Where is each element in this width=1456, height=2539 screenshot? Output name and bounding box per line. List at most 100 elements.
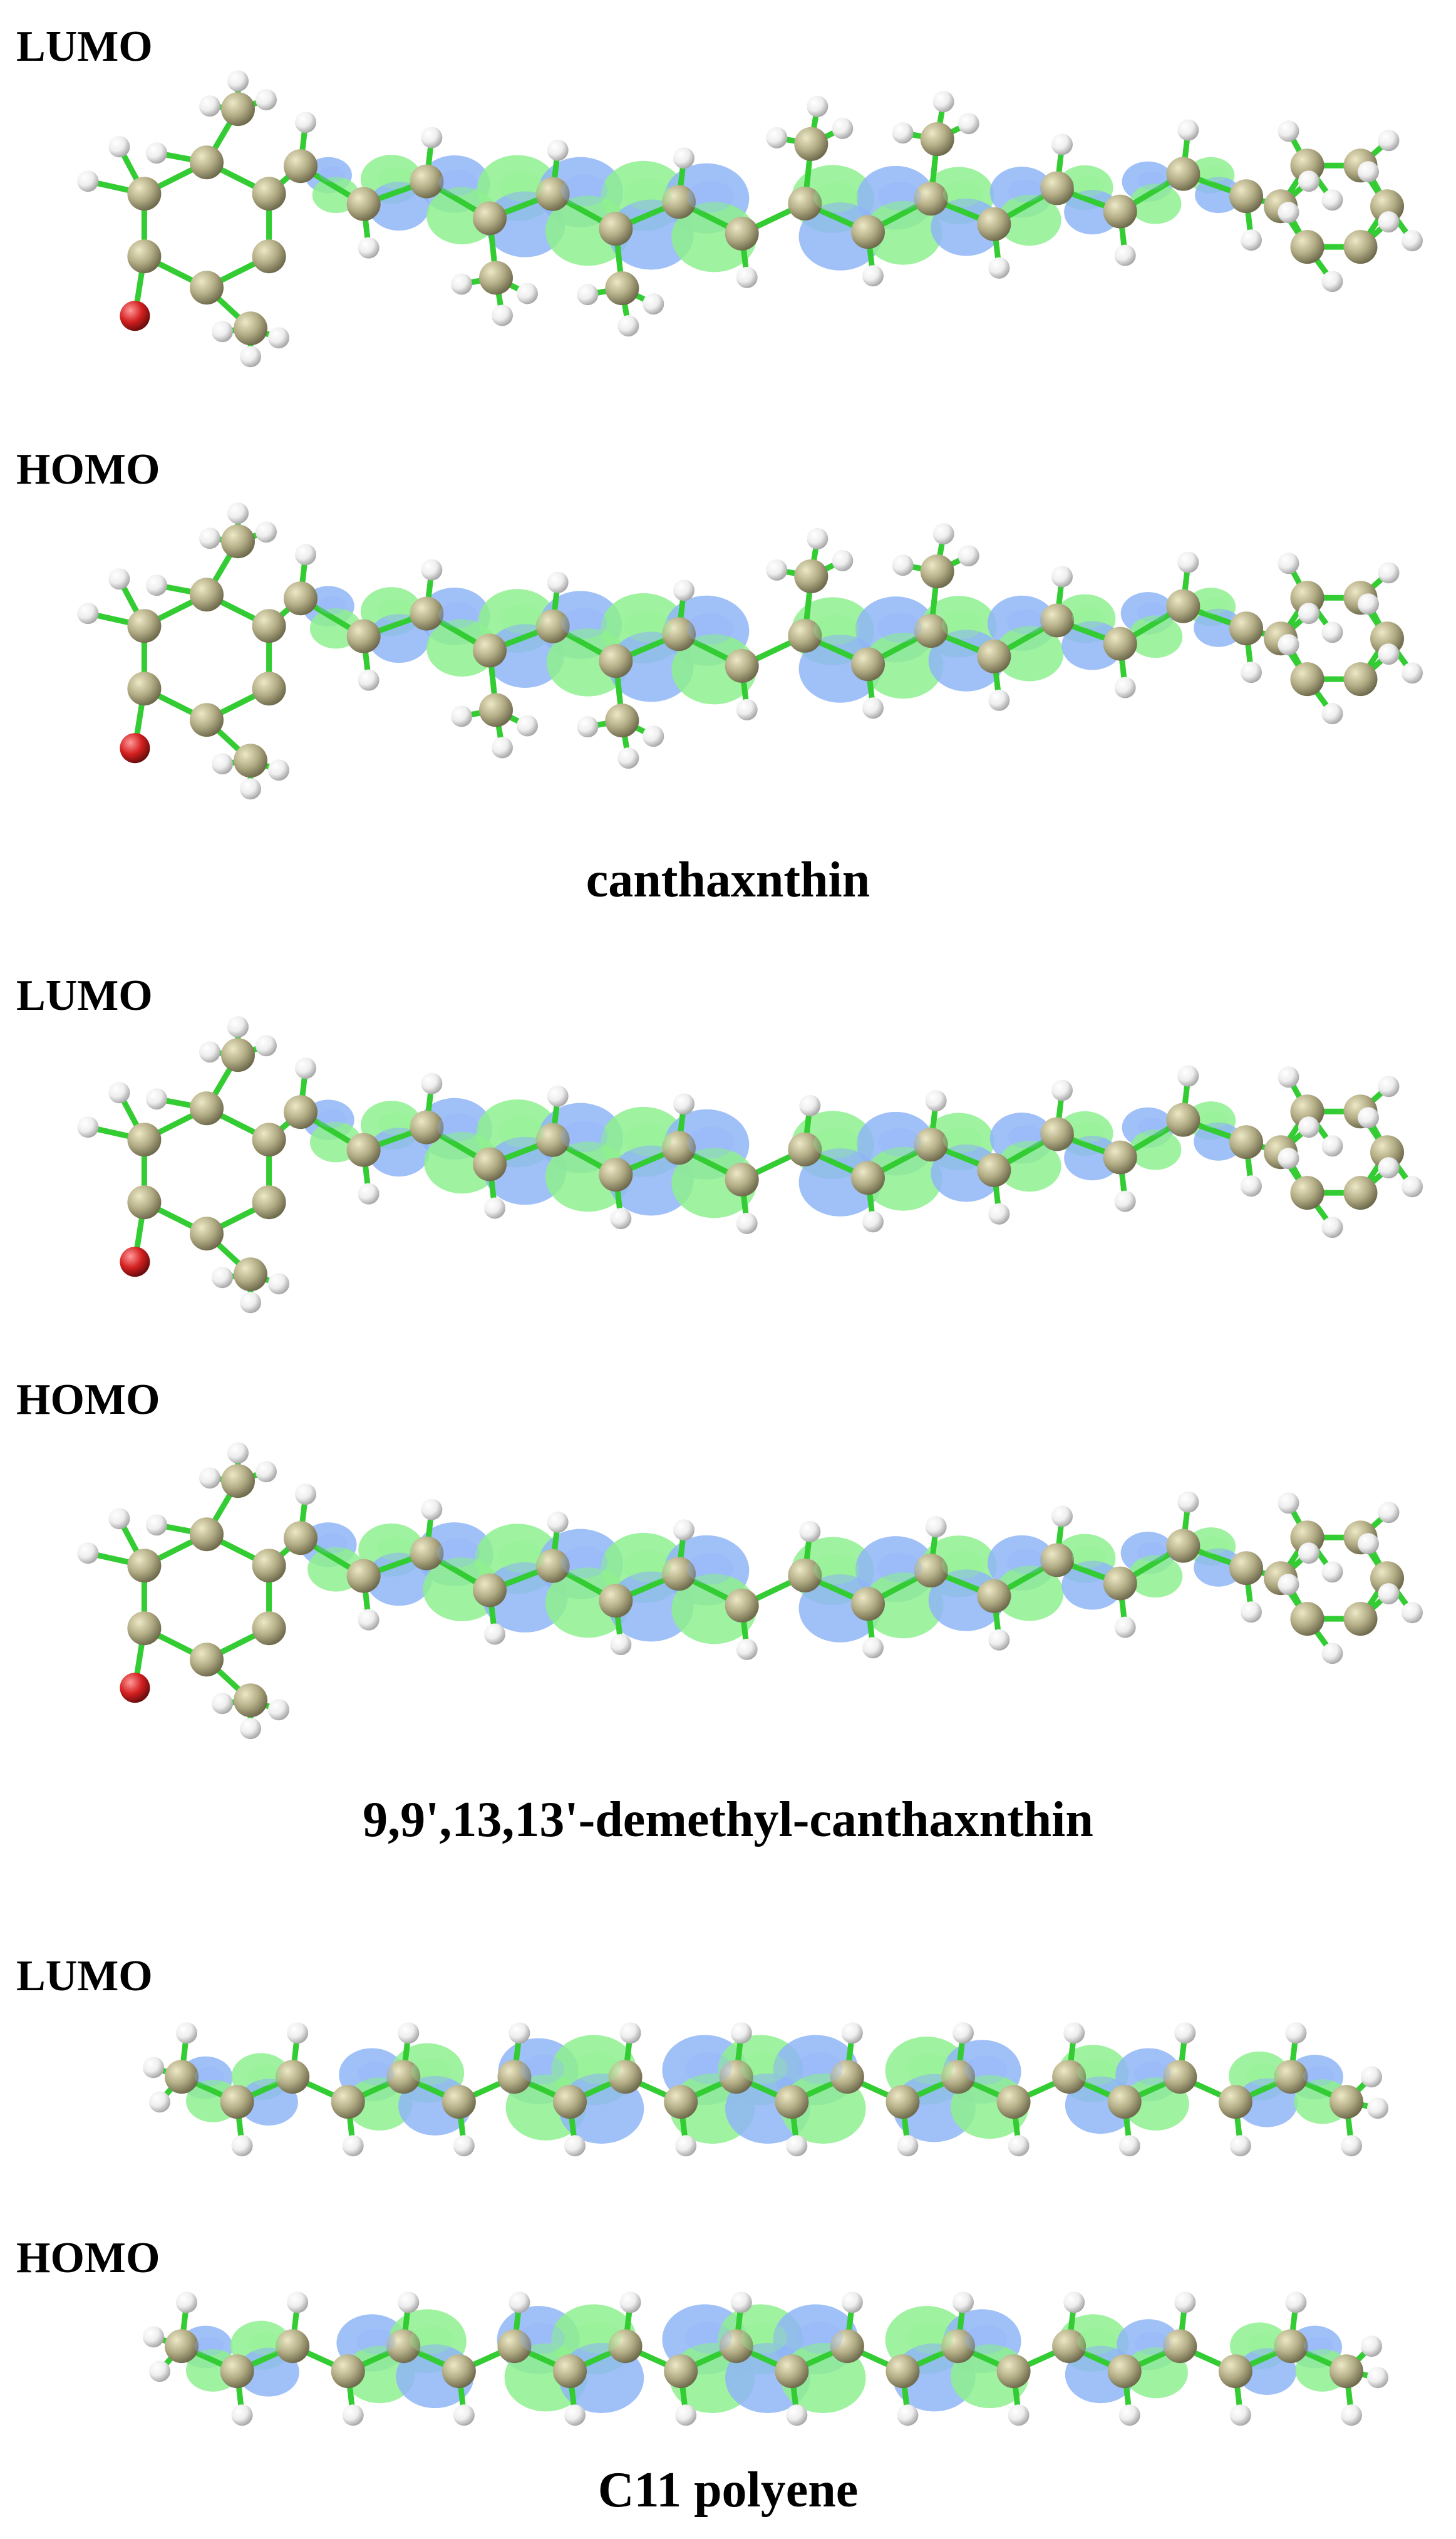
hydrogen-atom [143,2057,164,2079]
hydrogen-atom [786,2135,808,2157]
hydrogen-atom [1321,1561,1343,1583]
hydrogen-atom [1278,1574,1299,1596]
hydrogen-atom [1063,2292,1085,2313]
hydrogen-atom [643,725,664,747]
orbital-lobe-highlight [194,2067,225,2087]
carbon-atom [284,1521,318,1555]
orbital-lobe-highlight [685,2322,732,2354]
hydrogen-atom [451,273,472,295]
orbital-lobe-highlight [319,166,346,183]
orbital-lobe-highlight [1137,1542,1167,1562]
orbital-lobe-highlight [813,1554,860,1585]
orbital-lobes-front [318,596,1229,645]
hydrogen-atom [342,2135,364,2157]
carbon-atom [553,2085,587,2119]
carbon-atom [1040,1117,1074,1151]
carbon-atom [851,1161,885,1195]
carbon-atom [662,1131,696,1165]
carbon-atom [608,2329,643,2364]
hydrogen-atom [1285,2022,1307,2044]
carbon-atom [234,744,267,778]
hydrogen-atom [108,1082,130,1104]
hydrogen-atom [287,2292,309,2313]
hydrogen-atom [1378,130,1400,152]
carbon-atom [788,186,822,221]
hydrogen-atom [268,759,289,781]
carbon-atom [1103,1140,1137,1175]
carbon-atom [830,2060,864,2094]
hydrogen-atom [1378,1076,1400,1098]
hydrogen-atom [77,170,99,192]
orbital-lobe-highlight [740,2322,788,2354]
orbital-lobe-highlight [1137,171,1166,190]
hydrogen-atom [1051,133,1073,155]
hydrogen-atom [766,559,788,581]
orbital-lobe-highlight [410,2325,453,2354]
carbon-atom [1229,179,1263,214]
hydrogen-atom [268,1273,289,1295]
carbon-atom [914,614,948,648]
carbon-atom [1166,589,1200,623]
orbital-lobe-highlight [624,610,671,643]
carbon-atom [220,2354,254,2389]
hydrogen-atom [517,715,538,737]
hydrogen-atom [1321,1217,1343,1238]
carbon-atom [252,239,286,274]
hydrogen-atom [736,1638,758,1660]
carbon-atom [441,2085,476,2119]
hydrogen-atom [358,669,379,691]
hydrogen-atom [231,2135,253,2157]
hydrogen-atom [1321,189,1343,211]
orbital-lobe-highlight [318,1109,347,1128]
hydrogen-atom [212,1267,233,1289]
orbital-lobe-highlight [436,1538,480,1567]
hydrogen-atom [1358,593,1379,615]
orbital-lobes-front [318,1109,1229,1159]
hydrogen-atom [421,127,443,148]
carbon-atom [1107,2354,1142,2389]
orbital-lobe-highlight [1137,1117,1166,1136]
orbital-lobe-highlight [1246,2064,1281,2086]
hydrogen-atom [176,2022,197,2044]
orbital-lobe-highlight [1006,1549,1045,1574]
hydrogen-atom [77,1542,99,1564]
hydrogen-atom [862,265,884,287]
orbital-lobe-highlight [1137,603,1167,622]
homo-orbital-diagram-demethyl [77,1442,1423,1740]
hydrogen-atom [1063,2022,1085,2044]
hydrogen-atom [897,2404,919,2426]
orbital-lobe-highlight [356,2329,396,2355]
carbon-atom [1040,171,1074,205]
carbon-atom [127,672,162,706]
carbon-atom [1218,2354,1252,2389]
hydrogen-atom [1321,271,1343,293]
orbital-lobe [994,626,1064,682]
orbital-lobe [1129,184,1182,224]
hydrogen-atom [1278,553,1299,574]
orbital-label: HOMO [16,2234,160,2282]
carbon-atom [1229,1125,1263,1160]
hydrogen-atom [484,1623,505,1645]
orbital-lobe-highlight [438,601,478,628]
orbital-lobe-highlight [1200,597,1229,615]
carbon-atom [276,2060,310,2094]
lumo-orbital-diagram-canthaxnthin [77,70,1423,368]
carbon-atom [165,2329,199,2364]
hydrogen-atom [675,2404,697,2426]
carbon-atom [190,578,224,612]
hydrogen-atom [199,1041,220,1063]
carbon-atom [410,1536,444,1571]
hydrogen-atom [1321,703,1343,725]
carbon-atom [725,216,759,251]
hydrogen-atom [675,2135,697,2157]
orbital-lobe-highlight [941,1550,984,1579]
orbital-lobe [997,1140,1061,1192]
carbon-atom [221,1038,255,1072]
carbon-atom [719,2060,753,2094]
orbital-lobes-front [194,2052,1335,2087]
hydrogen-atom [1321,1643,1343,1664]
hydrogen-atom [398,2022,420,2044]
orbital-lobe-highlight [941,611,984,640]
hydrogen-atom [1278,120,1299,142]
orbital-lobe-highlight [378,599,412,621]
